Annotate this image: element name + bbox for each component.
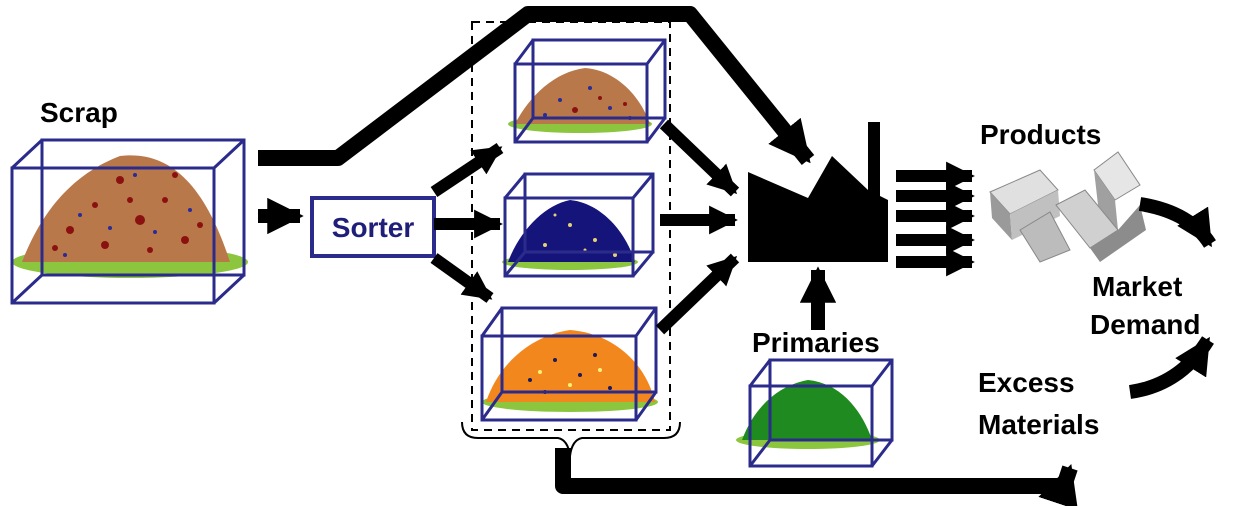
arrow-products-market [1138, 197, 1216, 248]
primaries-label: Primaries [752, 327, 880, 358]
arrow-excess-market [1128, 336, 1214, 399]
scrap-pile [22, 155, 230, 262]
sorter-box [310, 196, 436, 258]
primaries-bin [736, 358, 894, 468]
market-label-line1: Market [1092, 271, 1182, 302]
sorted-bin-brown [508, 38, 667, 144]
product-blocks-icon [989, 151, 1146, 263]
market-label-line2: Demand [1090, 309, 1200, 340]
flow-arrows [258, 6, 1216, 506]
excess-label-line2: Materials [978, 409, 1099, 440]
arrow-sorter-bin3 [430, 253, 494, 303]
scrap-label: Scrap [40, 97, 118, 128]
arrow-sorted-excess [555, 448, 1078, 506]
products-label: Products [980, 119, 1101, 150]
arrow-bin1-factory [659, 119, 740, 197]
arrow-scrap-bypass [258, 6, 815, 166]
scrap-bin [10, 138, 248, 305]
excess-label-line1: Excess [978, 367, 1075, 398]
arrow-sorter-bin1 [430, 143, 504, 197]
factory-icon [748, 122, 888, 262]
sorted-bin-orange [480, 306, 658, 422]
sorted-bin-navy [502, 172, 655, 278]
arrow-bin3-factory [655, 253, 740, 335]
sorter-label: Sorter [332, 212, 415, 243]
